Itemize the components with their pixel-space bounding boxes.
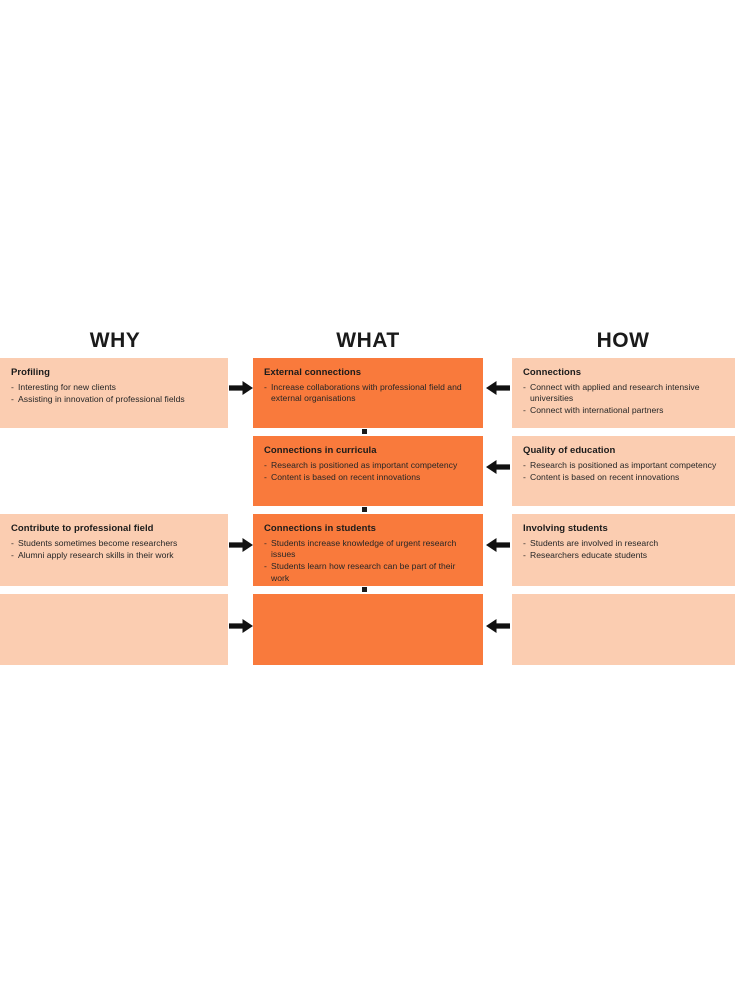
why-box-3: Contribute to professional field Student… bbox=[0, 514, 228, 586]
how-box-4-empty bbox=[512, 594, 735, 665]
what-box-1: External connections Increase collaborat… bbox=[253, 358, 483, 428]
column-header-why: WHY bbox=[89, 329, 141, 352]
why-box-3-title: Contribute to professional field bbox=[11, 523, 154, 534]
arrow-right-icon-row4 bbox=[229, 618, 253, 634]
list-item: Researchers educate students bbox=[523, 550, 724, 562]
column-header-what: WHAT bbox=[336, 329, 400, 352]
how-box-3-title: Involving students bbox=[523, 523, 608, 534]
list-item: Interesting for new clients bbox=[11, 382, 217, 394]
what-box-3-title: Connections in students bbox=[264, 523, 376, 534]
arrow-left-icon-row1 bbox=[486, 380, 510, 396]
what-box-2: Connections in curricula Research is pos… bbox=[253, 436, 483, 506]
why-box-1-bullets: Interesting for new clients Assisting in… bbox=[11, 382, 217, 406]
what-box-1-bullets: Increase collaborations with professiona… bbox=[264, 382, 472, 405]
list-item: Connect with applied and research intens… bbox=[523, 382, 724, 405]
connector-square-1-2 bbox=[362, 429, 367, 434]
arrow-left-icon-row3 bbox=[486, 537, 510, 553]
how-box-3-bullets: Students are involved in research Resear… bbox=[523, 538, 724, 562]
what-box-3-bullets: Students increase knowledge of urgent re… bbox=[264, 538, 472, 584]
arrow-right-icon-row1 bbox=[229, 380, 253, 396]
how-box-1-bullets: Connect with applied and research intens… bbox=[523, 382, 724, 417]
arrow-right-icon-row3 bbox=[229, 537, 253, 553]
list-item: Research is positioned as important comp… bbox=[264, 460, 472, 472]
why-box-1: Profiling Interesting for new clients As… bbox=[0, 358, 228, 428]
what-box-1-title: External connections bbox=[264, 367, 362, 378]
list-item: Alumni apply research skills in their wo… bbox=[11, 550, 217, 562]
what-box-3: Connections in students Students increas… bbox=[253, 514, 483, 586]
list-item: Students increase knowledge of urgent re… bbox=[264, 538, 472, 561]
list-item: Content is based on recent innovations bbox=[264, 472, 472, 484]
list-item: Connect with international partners bbox=[523, 405, 724, 417]
how-box-2-title: Quality of education bbox=[523, 445, 616, 456]
connector-square-3-4 bbox=[362, 587, 367, 592]
what-box-4-empty bbox=[253, 594, 483, 665]
connector-square-2-3 bbox=[362, 507, 367, 512]
how-box-1: Connections Connect with applied and res… bbox=[512, 358, 735, 428]
how-box-2-bullets: Research is positioned as important comp… bbox=[523, 460, 724, 484]
what-box-2-bullets: Research is positioned as important comp… bbox=[264, 460, 472, 484]
column-header-how: HOW bbox=[596, 329, 650, 352]
why-box-4-empty bbox=[0, 594, 228, 665]
list-item: Assisting in innovation of professional … bbox=[11, 394, 217, 406]
why-box-3-bullets: Students sometimes become researchers Al… bbox=[11, 538, 217, 562]
why-box-1-title: Profiling bbox=[11, 367, 50, 378]
what-box-2-title: Connections in curricula bbox=[264, 445, 377, 456]
arrow-left-icon-row4 bbox=[486, 618, 510, 634]
list-item: Content is based on recent innovations bbox=[523, 472, 724, 484]
how-box-2: Quality of education Research is positio… bbox=[512, 436, 735, 506]
list-item: Students learn how research can be part … bbox=[264, 561, 472, 584]
list-item: Increase collaborations with professiona… bbox=[264, 382, 472, 405]
how-box-3: Involving students Students are involved… bbox=[512, 514, 735, 586]
list-item: Students are involved in research bbox=[523, 538, 724, 550]
how-box-1-title: Connections bbox=[523, 367, 582, 378]
arrow-left-icon-row2 bbox=[486, 459, 510, 475]
list-item: Research is positioned as important comp… bbox=[523, 460, 724, 472]
list-item: Students sometimes become researchers bbox=[11, 538, 217, 550]
